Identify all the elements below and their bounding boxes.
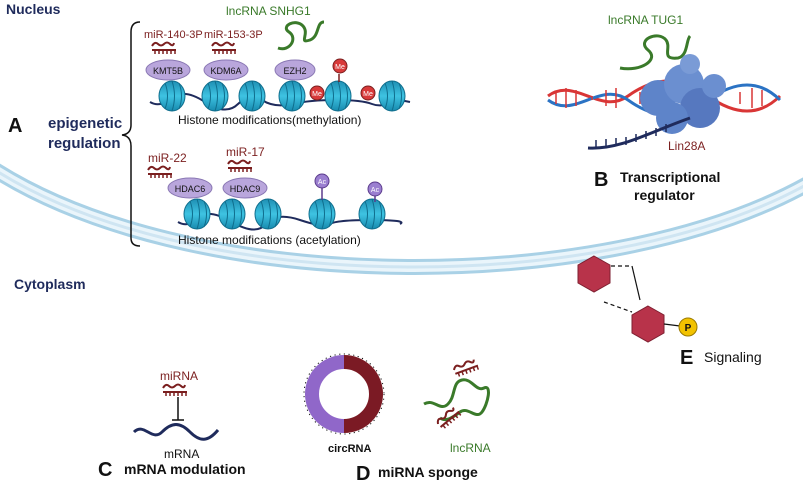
enzyme-hdac6 — [167, 177, 213, 199]
panel-c-title: mRNA modulation — [124, 461, 246, 477]
mirna-153-3p-label: miR-153-3P — [204, 29, 263, 41]
me-label: Me — [335, 64, 345, 71]
mirna-22-label: miR-22 — [148, 151, 187, 165]
nucleosome — [278, 80, 306, 112]
panel-c-letter: C — [98, 459, 112, 481]
rna-bases — [595, 124, 667, 148]
mirna-140-3p-icon — [151, 41, 177, 55]
acetyl-mark: Ac — [367, 181, 383, 202]
lncrna-snhg1-icon — [277, 20, 325, 51]
nucleosome — [218, 198, 246, 230]
acetyl-mark: Ac — [314, 173, 330, 200]
cytoplasm-label: Cytoplasm — [14, 276, 86, 292]
enzyme-kdm6a — [203, 59, 249, 81]
bond-line — [631, 265, 641, 301]
bond-line — [603, 301, 633, 313]
panel-e-title: Signaling — [704, 349, 762, 365]
panel-b-title-line2: regulator — [634, 187, 695, 203]
mirna-22-icon — [147, 165, 173, 179]
circrna-icon — [303, 353, 385, 435]
enzyme-hdac9 — [222, 177, 268, 199]
mirna-140-3p-label: miR-140-3P — [144, 29, 203, 41]
circrna-label: circRNA — [328, 443, 371, 455]
enzyme-kmt5b — [145, 59, 191, 81]
panel-c-mrna-label: mRNA — [164, 447, 199, 461]
panel-c-mirna-label: miRNA — [160, 369, 198, 383]
enzyme-ezh2 — [274, 59, 316, 81]
methyl-mark: Me — [309, 85, 325, 101]
hexagon-molecule — [577, 255, 611, 293]
enzyme-ezh2-label: EZH2 — [283, 66, 306, 76]
lncrna-snhg1-label: lncRNA SNHG1 — [226, 4, 311, 18]
lncrna-tug1-label: lncRNA TUG1 — [608, 13, 683, 27]
ac-label: Ac — [318, 179, 327, 186]
hexagon-molecule — [631, 305, 665, 343]
nucleosome — [238, 80, 266, 112]
panel-d-lncrna-label: lncRNA — [450, 441, 491, 455]
lncrna-tug1-icon — [619, 34, 692, 71]
panel-a-title-line1: epigenetic — [48, 115, 122, 132]
lin28a-label: Lin28A — [668, 139, 705, 153]
nucleus-label: Nucleus — [6, 1, 61, 17]
ac-label: Ac — [371, 187, 380, 194]
nuclear-envelope — [0, 163, 803, 275]
phosphate-label: P — [685, 323, 692, 334]
panel-a-letter: A — [8, 115, 22, 137]
mirna-icon — [162, 383, 188, 397]
nucleosome — [158, 80, 186, 112]
panel-a-title-line2: regulation — [48, 135, 121, 152]
panel-d: circRNA lncRNA D miRNA sponge — [303, 353, 491, 483]
nucleosome — [183, 198, 211, 230]
panel-e-letter: E — [680, 347, 693, 369]
panel-a-bracket — [121, 21, 141, 247]
nucleosome — [324, 80, 352, 112]
panel-b: lncRNA TUG1 Lin28A B Transcriptional reg… — [547, 13, 782, 203]
nucleosome — [254, 198, 282, 230]
lncrna-sponge-icon — [423, 357, 490, 432]
mrna-strand — [132, 423, 220, 441]
lin28a-protein — [640, 54, 726, 134]
phosphate-icon — [678, 317, 698, 337]
nucleosome — [378, 80, 406, 112]
methylation-caption: Histone modifications(methylation) — [178, 113, 361, 127]
mirna-153-3p-icon — [211, 41, 237, 55]
methyl-mark: Me — [360, 85, 376, 101]
methyl-mark: Me — [332, 58, 348, 82]
panel-e: P E Signaling — [577, 255, 762, 369]
me-label: Me — [312, 91, 322, 98]
enzyme-kdm6a-label: KDM6A — [210, 66, 241, 76]
mirna-17-icon — [227, 159, 253, 173]
me-label: Me — [363, 91, 373, 98]
panel-c: miRNA mRNA C mRNA modulation — [98, 369, 246, 481]
panel-b-letter: B — [594, 169, 608, 191]
bound-mirna-icon — [451, 357, 481, 379]
nucleosome — [308, 198, 336, 230]
panel-b-title-line1: Transcriptional — [620, 169, 720, 185]
panel-d-letter: D — [356, 463, 370, 483]
panel-d-title: miRNA sponge — [378, 464, 478, 480]
enzyme-hdac9-label: HDAC9 — [230, 184, 261, 194]
panel-a: A epigenetic regulation miR-140-3P miR-1… — [8, 4, 411, 247]
acetylation-caption: Histone modifications (acetylation) — [178, 233, 361, 247]
phospho-bond — [663, 323, 681, 327]
mirna-17-label: miR-17 — [226, 145, 265, 159]
enzyme-kmt5b-label: KMT5B — [153, 66, 183, 76]
nucleosome — [201, 80, 229, 112]
enzyme-hdac6-label: HDAC6 — [175, 184, 206, 194]
nucleosome — [358, 198, 386, 230]
